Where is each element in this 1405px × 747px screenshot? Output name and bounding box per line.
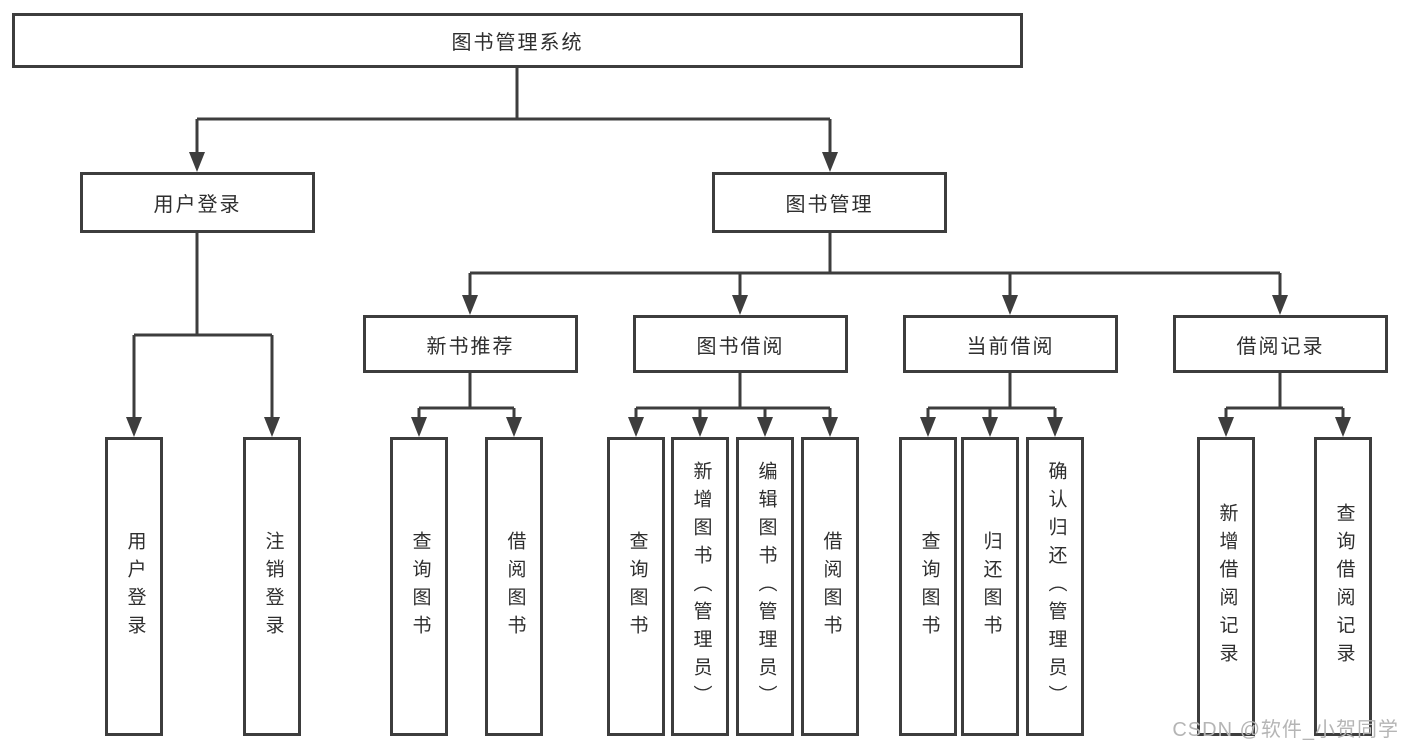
leaf-return-book: 归还图书 xyxy=(961,437,1019,736)
leaf-user-login: 用户登录 xyxy=(105,437,163,736)
leaf-borrow-book: 借阅图书 xyxy=(801,437,859,736)
leaf-edit-book-admin: 编辑图书（管理员） xyxy=(736,437,794,736)
leaf-borrow-search-book: 查询图书 xyxy=(607,437,665,736)
csdn-watermark: CSDN @软件_小贺同学 xyxy=(1172,719,1399,741)
leaf-add-borrow-record: 新增借阅记录 xyxy=(1197,437,1255,736)
node-root-library-system: 图书管理系统 xyxy=(12,13,1023,68)
leaf-recommend-search-book: 查询图书 xyxy=(390,437,448,736)
leaf-logout: 注销登录 xyxy=(243,437,301,736)
node-current-borrow: 当前借阅 xyxy=(903,315,1118,373)
leaf-current-search-book: 查询图书 xyxy=(899,437,957,736)
node-book-management: 图书管理 xyxy=(712,172,947,233)
node-book-borrow: 图书借阅 xyxy=(633,315,848,373)
leaf-confirm-return-admin: 确认归还（管理员） xyxy=(1026,437,1084,736)
leaf-search-borrow-record: 查询借阅记录 xyxy=(1314,437,1372,736)
leaf-add-book-admin: 新增图书（管理员） xyxy=(671,437,729,736)
node-user-login: 用户登录 xyxy=(80,172,315,233)
leaf-recommend-borrow-book: 借阅图书 xyxy=(485,437,543,736)
arrowheads xyxy=(126,152,1351,437)
node-new-book-recommend: 新书推荐 xyxy=(363,315,578,373)
node-borrow-record: 借阅记录 xyxy=(1173,315,1388,373)
